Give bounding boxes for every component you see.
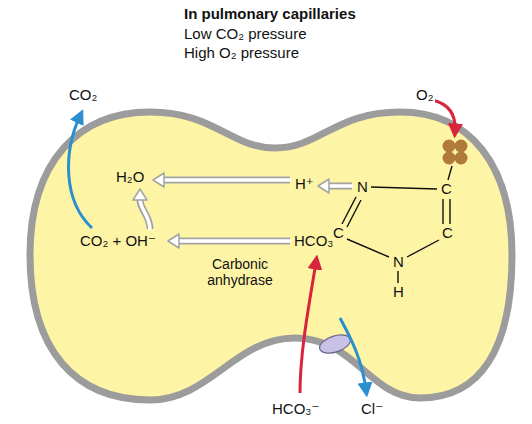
atom-label: H bbox=[392, 283, 405, 300]
iron-cluster bbox=[443, 152, 456, 165]
bicarbonate-influx-arrow bbox=[300, 262, 316, 393]
iron-cluster bbox=[455, 140, 468, 153]
iron-cluster bbox=[455, 152, 468, 165]
bond bbox=[397, 271, 398, 283]
histidine-bonds bbox=[342, 166, 452, 283]
enzyme-label: Carbonic anhydrase bbox=[198, 256, 282, 288]
reaction-arrow-shaft bbox=[163, 177, 290, 184]
condition-note: High O₂ pressure bbox=[183, 44, 300, 61]
reaction-arrowhead bbox=[153, 173, 164, 187]
heading: In pulmonary capillaries bbox=[183, 5, 357, 22]
molecule-label: CO₂ bbox=[68, 86, 98, 103]
reaction-arrow-core bbox=[327, 184, 353, 188]
reaction-arrow-core bbox=[162, 178, 291, 182]
bond bbox=[347, 200, 361, 227]
bond bbox=[407, 240, 439, 257]
molecule-label: O₂ bbox=[415, 86, 435, 103]
molecule-label: CO₂ + OH⁻ bbox=[79, 232, 157, 249]
ion-label: H⁺ bbox=[294, 175, 315, 192]
reaction-arrow-core bbox=[140, 199, 150, 230]
reaction-arrow-shaft bbox=[328, 183, 352, 190]
co2-efflux-arrow bbox=[69, 116, 92, 228]
reaction-arrow-core bbox=[177, 239, 291, 243]
reaction-arrowhead bbox=[318, 179, 329, 193]
reaction-arrowhead bbox=[168, 234, 179, 248]
molecule-label: H₂O bbox=[115, 168, 145, 185]
red-blood-cell bbox=[30, 112, 512, 400]
atom-label: N bbox=[356, 178, 369, 195]
atom-label: C bbox=[332, 224, 345, 241]
reaction-arrow-shaft bbox=[140, 200, 150, 229]
atom-label: N bbox=[392, 253, 405, 270]
bond bbox=[442, 199, 443, 224]
condition-note: Low CO₂ pressure bbox=[183, 25, 308, 42]
atom-label: C bbox=[441, 224, 454, 241]
atom-label: C bbox=[440, 180, 453, 197]
chloride-efflux-arrow bbox=[340, 318, 366, 390]
bond bbox=[371, 187, 437, 189]
bond bbox=[342, 197, 356, 224]
bond bbox=[448, 166, 452, 180]
ion-label: Cl⁻ bbox=[360, 400, 384, 417]
bond bbox=[347, 239, 389, 257]
reaction-arrow-shaft bbox=[178, 238, 290, 245]
reaction-arrowhead bbox=[133, 189, 147, 200]
ion-label: HCO₃⁻ bbox=[271, 400, 320, 417]
bond bbox=[449, 199, 450, 224]
o2-influx-arrow bbox=[432, 100, 455, 131]
iron-cluster bbox=[443, 140, 456, 153]
